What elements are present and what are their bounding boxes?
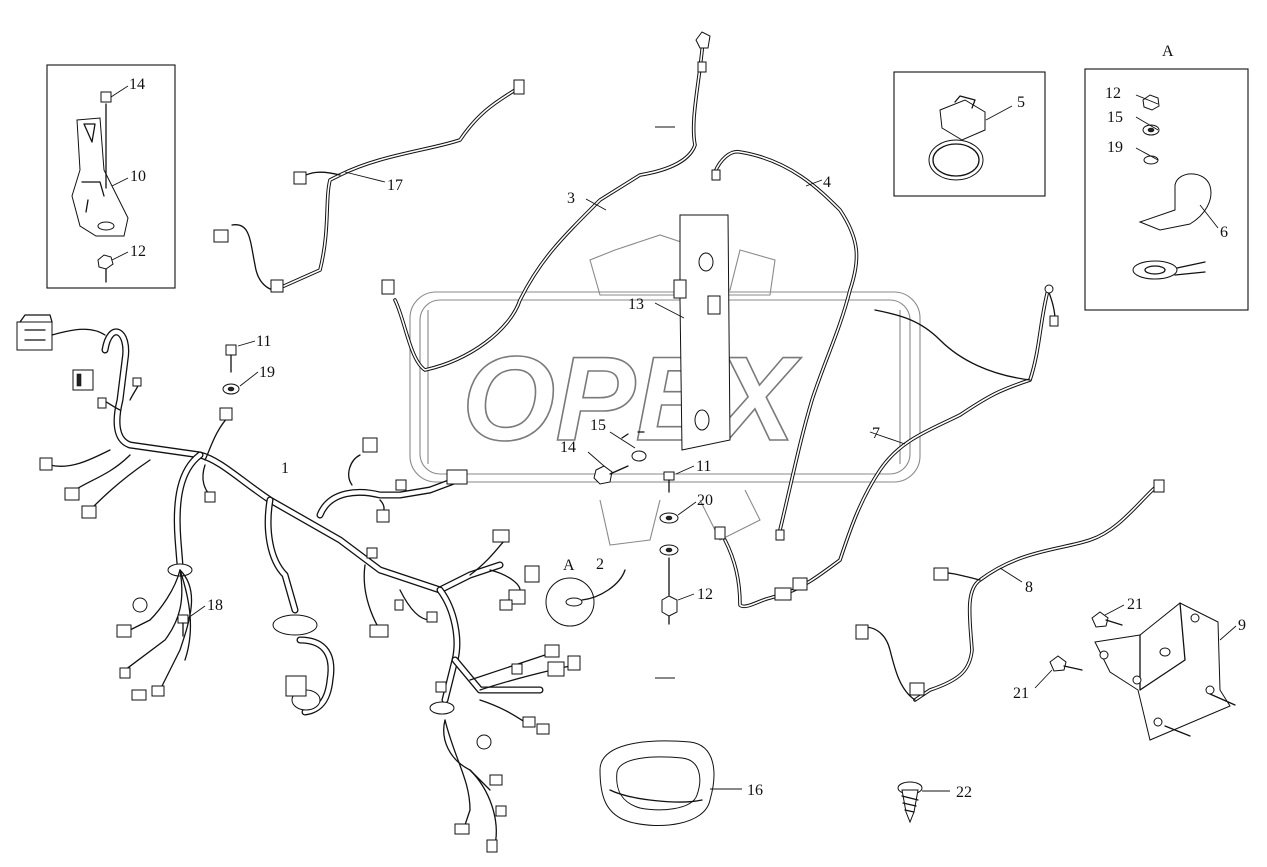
callout-15-center: 15 — [590, 417, 606, 434]
bracket-9 — [1034, 602, 1237, 741]
harness-17 — [213, 79, 525, 293]
callout-14-box: 14 — [129, 76, 145, 93]
main-harness-1 — [101, 328, 544, 716]
callout-1: 1 — [281, 460, 289, 477]
callout-12-view-a: 12 — [1105, 85, 1121, 102]
screw-18 — [177, 605, 206, 637]
detail-box-view-a — [1084, 68, 1249, 311]
opex-watermark: OPEX — [409, 234, 921, 546]
self-tapping-screw-22 — [897, 781, 950, 824]
view-label-a-ref: A — [563, 557, 575, 574]
callout-19-view-a: 19 — [1107, 139, 1123, 156]
harness-3 — [381, 31, 711, 372]
grommet-16 — [599, 740, 742, 827]
callout-22: 22 — [956, 784, 972, 801]
callout-12-box: 12 — [130, 243, 146, 260]
harness-7 — [714, 284, 1059, 609]
callout-21-lower: 21 — [1013, 685, 1029, 702]
callout-18: 18 — [207, 597, 223, 614]
callout-8: 8 — [1025, 579, 1033, 596]
callout-20: 20 — [697, 492, 713, 509]
callout-4: 4 — [823, 174, 831, 191]
reference-dashes — [655, 126, 675, 679]
callout-19-left: 19 — [259, 364, 275, 381]
callout-21-upper: 21 — [1127, 596, 1143, 613]
harness-4 — [711, 149, 859, 541]
watermark-text: OPEX — [461, 331, 803, 467]
callout-14-center: 14 — [560, 439, 576, 456]
washer-2 — [545, 569, 626, 627]
harness-connectors — [16, 314, 581, 853]
callout-11-left: 11 — [256, 333, 271, 350]
view-label-a-detail: A — [1162, 43, 1174, 60]
detail-box-bracket-10 — [46, 64, 176, 289]
callout-16: 16 — [747, 782, 763, 799]
screw-11-left — [222, 340, 259, 395]
svg-text:OPEX: OPEX — [462, 332, 802, 466]
callout-7: 7 — [872, 425, 880, 442]
harness-8 — [855, 479, 1165, 702]
callout-labels: 1 2 3 4 5 6 7 8 9 10 11 11 12 12 12 13 1… — [129, 43, 1246, 801]
bolt-14-washer-15 — [587, 431, 647, 485]
callout-10: 10 — [130, 168, 146, 185]
callout-2: 2 — [596, 556, 604, 573]
callout-13: 13 — [628, 296, 644, 313]
callout-12-center: 12 — [697, 586, 713, 603]
callout-6: 6 — [1220, 224, 1228, 241]
callout-15-view-a: 15 — [1107, 109, 1123, 126]
bracket-plate-13 — [654, 214, 731, 451]
detail-box-clamp-5 — [893, 71, 1046, 197]
screw-11-center-stack — [659, 465, 697, 625]
callout-5: 5 — [1017, 94, 1025, 111]
callout-9: 9 — [1238, 617, 1246, 634]
callout-17: 17 — [387, 177, 403, 194]
callout-11-center: 11 — [696, 458, 711, 475]
callout-3: 3 — [567, 190, 575, 207]
